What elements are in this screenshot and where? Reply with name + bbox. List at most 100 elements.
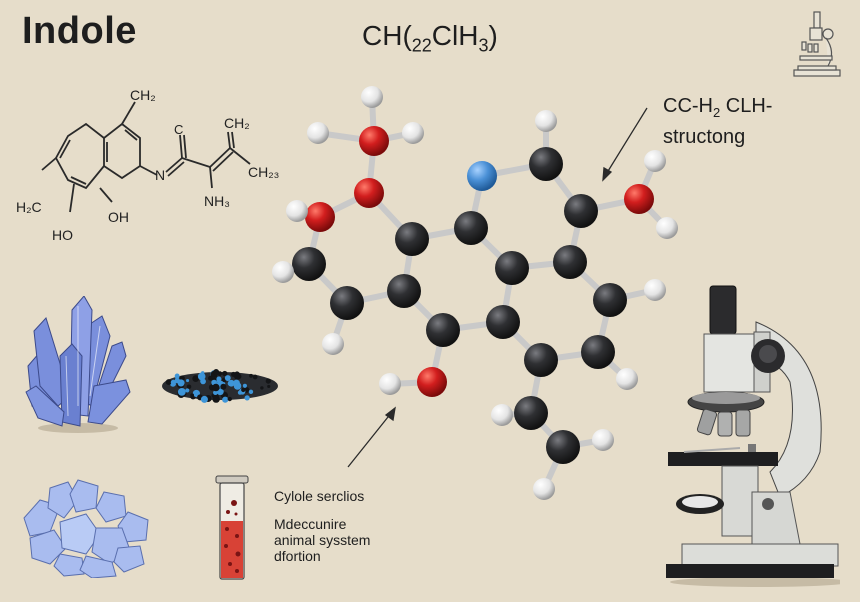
granules-icon — [162, 369, 278, 403]
label-h2c: H₂C — [16, 199, 42, 215]
carbon-atom — [330, 286, 364, 320]
structure-label-line2: structong — [663, 126, 746, 148]
label-nitrogen: N — [155, 167, 165, 183]
tube-caption: Cylole serclios Mdeccunire animal sysste… — [274, 488, 370, 564]
granule — [212, 383, 220, 392]
nitrogen-atom — [467, 161, 497, 191]
hydrogen-atom — [379, 373, 401, 395]
hydrogen-atom — [307, 122, 329, 144]
granule — [220, 383, 227, 390]
granule — [227, 379, 235, 387]
granule — [186, 384, 192, 390]
carbon-atom — [395, 222, 429, 256]
granule — [248, 389, 254, 395]
label-oh: OH — [108, 209, 129, 225]
tube-caption-line3: animal sysstem — [274, 532, 371, 548]
carbon-atom — [581, 335, 615, 369]
oxygen-atom — [624, 184, 654, 214]
granule — [265, 378, 271, 384]
arrow-to-structure — [604, 107, 648, 177]
tube-caption-line4: dfortion — [274, 548, 321, 564]
granule — [244, 395, 250, 401]
hydrogen-atom — [644, 279, 666, 301]
crystal-cluster-icon — [25, 296, 131, 433]
granule — [190, 393, 195, 398]
hydrogen-atom — [535, 110, 557, 132]
molecular-formula: CH(22ClH3) — [362, 20, 498, 57]
label-nh3: NH₃ — [204, 193, 230, 209]
formula-sub1: 22 — [411, 35, 432, 56]
hydrogen-atom — [361, 86, 383, 108]
granule — [212, 395, 220, 403]
hydrogen-atom — [322, 333, 344, 355]
carbon-atom — [546, 430, 580, 464]
hydrogen-atom — [533, 478, 555, 500]
small-microscope-icon — [793, 11, 841, 77]
annotation-arrows — [347, 107, 648, 468]
hydrogen-atom — [592, 429, 614, 451]
structure-label: CC-H2 CLH- structong — [663, 94, 772, 150]
granule — [185, 388, 190, 393]
granule — [233, 379, 240, 387]
carbon-atom — [529, 147, 563, 181]
skeletal-bonds — [41, 101, 251, 213]
structure-label-sub: 2 — [713, 105, 721, 120]
granule — [200, 378, 206, 385]
hydrogen-atom — [491, 404, 513, 426]
granule — [174, 373, 180, 379]
granule — [213, 390, 218, 396]
formula-mid: Cl — [431, 20, 459, 51]
structure-label-part-b: CLH- — [720, 95, 773, 117]
carbon-atom — [387, 274, 421, 308]
granule — [197, 372, 206, 381]
formula-main: CH( — [362, 20, 412, 51]
structure-label-part-a: CC-H — [663, 95, 713, 117]
oxygen-atom — [359, 126, 389, 156]
arrow-head-bottom — [384, 406, 396, 422]
granule — [174, 377, 180, 384]
carbon-atom — [426, 313, 460, 347]
granule — [227, 396, 232, 402]
hydrogen-atom — [644, 150, 666, 172]
hydrogen-atom — [402, 122, 424, 144]
microscope-icon — [666, 285, 840, 587]
granule — [200, 395, 208, 403]
granule — [242, 383, 247, 388]
granule — [222, 396, 229, 403]
granule — [218, 373, 222, 377]
carbon-atom — [553, 245, 587, 279]
carbon-atom — [486, 305, 520, 339]
granule — [216, 378, 221, 383]
carbon-atom — [454, 211, 488, 245]
granule — [165, 379, 172, 386]
granule — [224, 375, 231, 381]
label-ho: HO — [52, 227, 73, 243]
hydrogen-atom — [616, 368, 638, 390]
test-tube-icon — [215, 475, 249, 580]
formula-sub2: 3 — [478, 35, 489, 56]
granule — [249, 373, 253, 378]
carbon-atom — [593, 283, 627, 317]
granule — [177, 387, 186, 396]
carbon-atom — [524, 343, 558, 377]
granule — [252, 374, 258, 380]
carbon-atom — [514, 396, 548, 430]
oxygen-atom — [417, 367, 447, 397]
granule — [222, 370, 228, 377]
granule — [241, 387, 246, 393]
oxygen-atom — [305, 202, 335, 232]
granule — [260, 386, 264, 390]
arrow-head-top — [602, 166, 613, 182]
label-ch2-right: CH₂ — [224, 115, 250, 131]
ice-crystals-icon — [23, 479, 149, 578]
granule — [267, 384, 271, 388]
oxygen-atom — [354, 178, 384, 208]
granule — [185, 378, 190, 383]
carbon-atom — [292, 247, 326, 281]
granule — [192, 377, 196, 381]
carbon-atom — [495, 251, 529, 285]
label-carbonyl-c: C — [174, 122, 183, 137]
granule — [233, 373, 241, 380]
hydrogen-atom — [272, 261, 294, 283]
arrow-to-hydroxyl — [347, 411, 393, 468]
